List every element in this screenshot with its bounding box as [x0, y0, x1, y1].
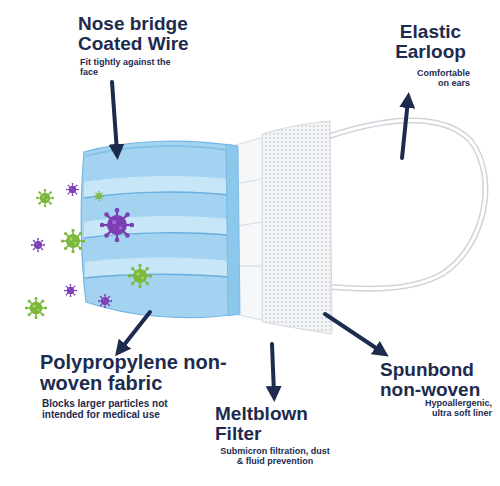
- leader-arrow: [120, 312, 150, 350]
- part-name: Polypropylene non-woven fabric: [40, 352, 230, 394]
- nose-wire-edge: [86, 146, 226, 156]
- edge-seam: [226, 144, 240, 316]
- inner-pleats: [236, 179, 262, 266]
- pleats: [84, 176, 238, 278]
- part-description: Comfortable on ears: [406, 68, 470, 88]
- part-description: Submicron filtration, dust & fluid preve…: [220, 446, 330, 466]
- part-name: Meltblown Filter: [215, 404, 340, 444]
- leader-arrows: [112, 82, 408, 394]
- part-name: Nose bridge Coated Wire: [78, 14, 203, 54]
- virus-particles: [25, 183, 152, 319]
- part-name: Elastic Earloop: [383, 22, 478, 62]
- part-description: Hypoallergenic, ultra soft liner: [406, 398, 492, 418]
- leader-arrow: [112, 82, 117, 152]
- part-description: Blocks larger particles not intended for…: [42, 398, 192, 420]
- leader-arrow: [325, 314, 382, 352]
- part-description: Fit tightly against the face: [80, 57, 185, 77]
- leader-arrow: [402, 100, 408, 158]
- part-name: Spunbond non-woven: [380, 360, 492, 400]
- blue-outer-layer: [81, 141, 238, 317]
- leader-arrow: [272, 344, 274, 394]
- spunbond-mesh: [262, 121, 332, 334]
